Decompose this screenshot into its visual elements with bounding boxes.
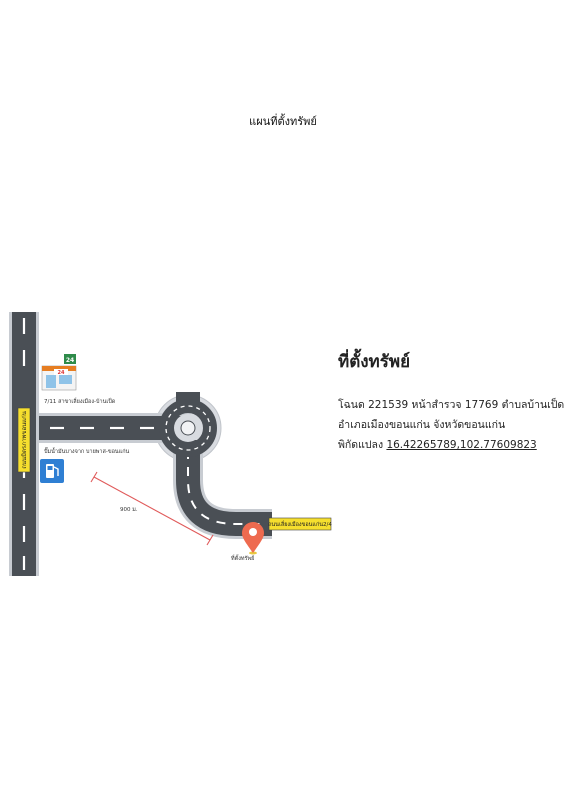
roundabout-markings: [165, 405, 211, 451]
deed-info-line: โฉนด 221539 หน้าสำรวจ 17769 ตำบลบ้านเป็ด: [338, 399, 565, 411]
coordinates-value: 16.42265789,102.77609823: [386, 439, 537, 451]
page-title: แผนที่ตั้งทรัพย์: [249, 115, 317, 128]
distance-indicator: [90, 471, 214, 546]
roundabout-center: [180, 420, 196, 436]
pin-label: ที่ตั้งทรัพย์: [231, 554, 255, 562]
district-info-line: อำเภอเมืองขอนแก่น จังหวัดขอนแก่น: [338, 419, 506, 431]
curved-road: [176, 440, 272, 536]
map-pin-icon: [242, 522, 264, 555]
distance-label: 900 ม.: [120, 507, 138, 513]
store-label: 7/11 สาขาเลี่ยงเมือง-บ้านเป็ด: [44, 397, 116, 405]
soi-label-box: ถนนเลี่ยงเมืองขอนแก่น2/4: [268, 517, 332, 531]
main-road-label-box: ถนนมิตรภาพขอนแก่น: [17, 407, 31, 473]
store-badge: 24: [66, 357, 74, 364]
soi-label: ถนนเลี่ยงเมืองขอนแก่น2/4: [268, 520, 332, 528]
info-heading: ที่ตั้งทรัพย์: [338, 352, 411, 372]
store-sign: 24: [58, 370, 65, 376]
gas-station-label: ปั๊มน้ำมันบางจาก บายพาส-ขอนแก่น: [44, 447, 130, 455]
store-icon: 24 24: [41, 354, 77, 391]
coordinates-label: พิกัดแปลง: [338, 439, 384, 451]
location-map: ถนนมิตรภาพขอนแก่น 24 24 7/11 สาขาเลี่ยงเ…: [9, 312, 332, 576]
coordinates-line: พิกัดแปลง 16.42265789,102.77609823: [338, 436, 537, 453]
main-road-label: ถนนมิตรภาพขอนแก่น: [21, 411, 28, 469]
gas-station-icon: [40, 459, 64, 483]
